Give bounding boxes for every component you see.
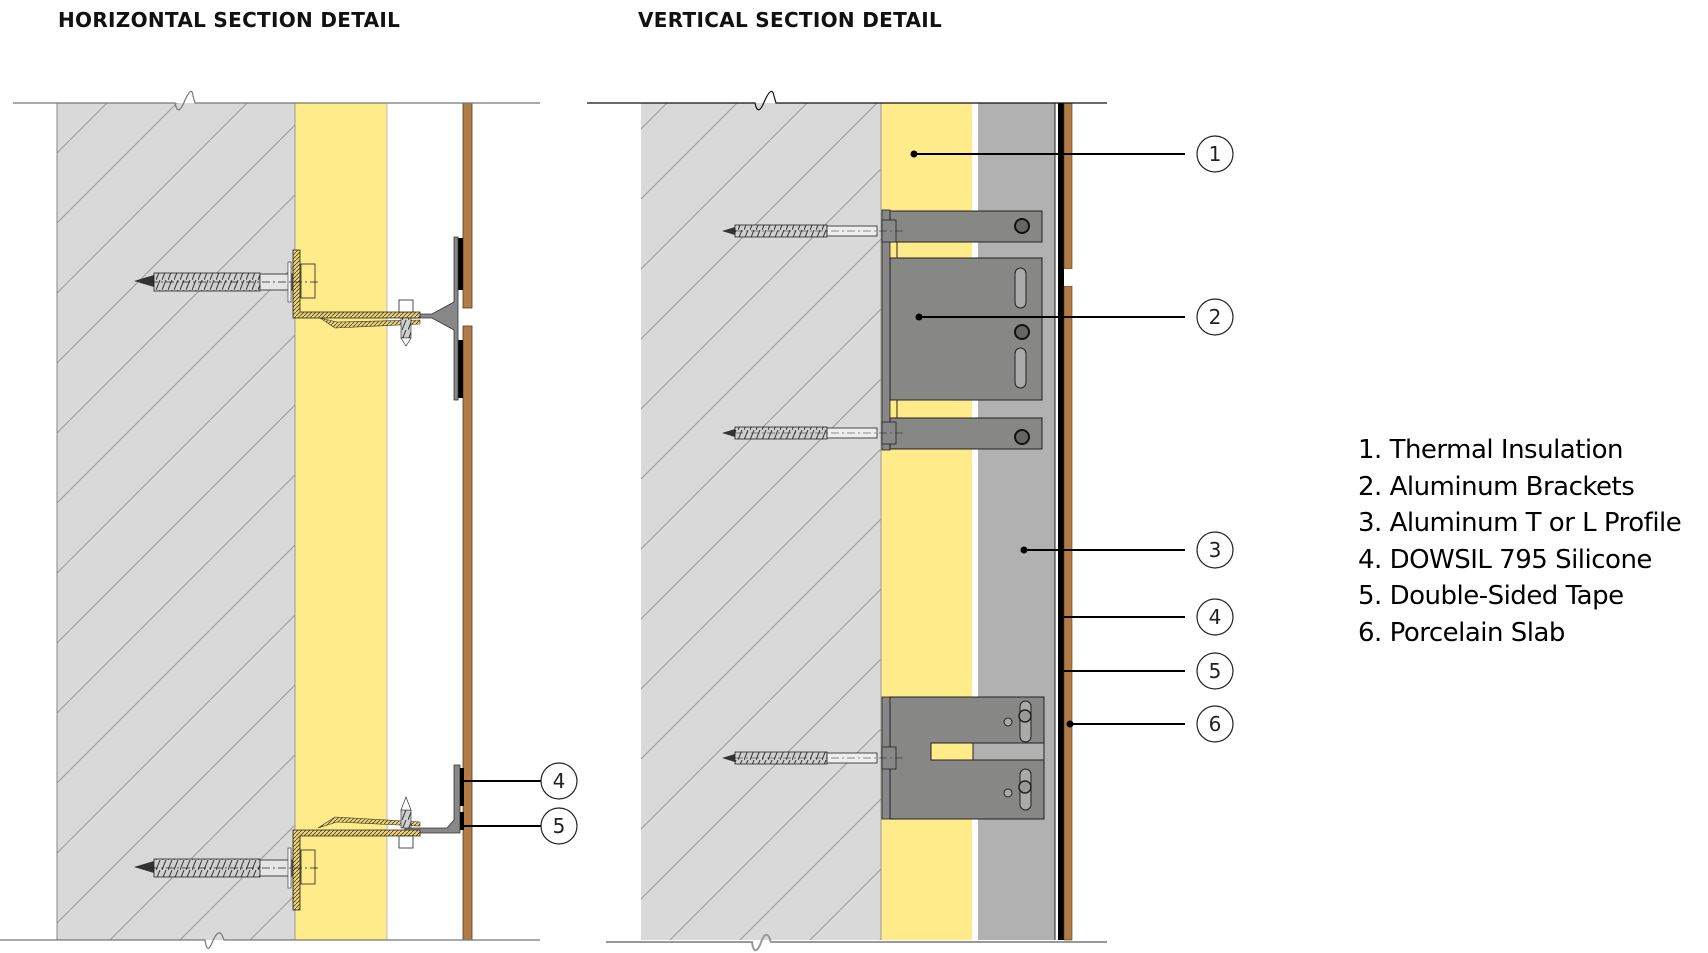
v-concrete-hatch	[641, 103, 881, 940]
h-anchor-upper	[134, 261, 320, 303]
h-callout-bubble-5	[540, 807, 578, 845]
vertical-section-title: VERTICAL SECTION DETAIL	[638, 8, 943, 32]
v-rivet-icon	[1014, 218, 1030, 234]
h-self-drilling-screw-upper	[398, 299, 414, 347]
h-anchor-lower	[134, 847, 320, 889]
v-callout-number-2: 2	[1209, 305, 1222, 329]
h-self-drilling-screw-lower	[398, 796, 414, 849]
v-panel-joint	[1064, 269, 1072, 286]
v-callout-number-3: 3	[1209, 538, 1222, 562]
h-porcelain-slab-lower	[462, 325, 473, 941]
v-callout-5: 5	[1064, 652, 1234, 690]
h-concrete-hatch	[57, 103, 295, 940]
v-callout-number-6: 6	[1209, 712, 1222, 736]
v-rivet-icon	[1018, 709, 1032, 723]
v-screw-hole	[1003, 717, 1013, 727]
h-insulation	[295, 103, 387, 940]
v-callout-6: 6	[1066, 705, 1234, 743]
v-callout-number-4: 4	[1209, 605, 1222, 629]
h-bracket-slide	[317, 816, 421, 829]
v-anchor-middle	[722, 421, 905, 445]
v-rivet-icon	[1014, 324, 1030, 340]
h-silicone-bead	[460, 768, 464, 806]
v-bracket-lower	[881, 696, 1045, 820]
h-callout-bubble-4	[540, 762, 578, 800]
h-silicone-bead	[458, 238, 463, 290]
horizontal-section-title: HORIZONTAL SECTION DETAIL	[58, 8, 401, 32]
v-silicone-adhesive	[1058, 103, 1064, 940]
v-callout-3: 3	[1020, 531, 1234, 569]
legend: 1. Thermal Insulation 2. Aluminum Bracke…	[1358, 432, 1682, 651]
v-porcelain-slab-lower	[1063, 285, 1073, 941]
h-t-profile	[404, 236, 459, 401]
v-slot-hole	[1014, 267, 1027, 309]
legend-item: 4. DOWSIL 795 Silicone	[1358, 544, 1652, 575]
h-double-sided-tape	[460, 812, 464, 830]
v-screw-hole	[1003, 788, 1013, 798]
legend-item: 6. Porcelain Slab	[1358, 617, 1565, 648]
legend-item: 2. Aluminum Brackets	[1358, 471, 1635, 502]
h-callout-number-4: 4	[553, 769, 566, 793]
v-slot-hole	[1014, 347, 1027, 389]
vertical-section: 1 2 3 4 5 6	[587, 90, 1234, 952]
h-bracket-upper	[292, 249, 421, 319]
h-bracket-slide	[319, 317, 421, 329]
legend-item: 1. Thermal Insulation	[1358, 435, 1624, 465]
v-callout-4: 4	[1064, 598, 1234, 636]
legend-item: 5. Double-Sided Tape	[1358, 581, 1624, 611]
v-callout-1: 1	[910, 135, 1234, 173]
v-callout-2: 2	[915, 298, 1234, 336]
h-bracket-lower	[292, 829, 421, 911]
h-top-break-line	[13, 90, 540, 111]
legend-item: 3. Aluminum T or L Profile	[1358, 508, 1682, 538]
v-rivet-icon	[1014, 429, 1030, 445]
horizontal-section: 4 5	[0, 90, 578, 949]
v-top-break-line	[587, 90, 1107, 111]
v-anchor-bottom	[722, 746, 905, 770]
v-bracket-upper	[881, 209, 1043, 451]
v-callout-number-5: 5	[1209, 659, 1222, 683]
v-rivet-icon	[1018, 780, 1032, 794]
v-anchor-top	[722, 219, 905, 243]
v-bottom-break-line	[606, 933, 1107, 952]
h-porcelain-slab-upper	[462, 102, 473, 309]
h-silicone-bead	[458, 340, 463, 398]
v-porcelain-slab-upper	[1063, 102, 1073, 270]
h-callout-number-5: 5	[553, 814, 566, 838]
v-callout-number-1: 1	[1209, 142, 1222, 166]
h-bottom-break-line	[0, 932, 540, 949]
